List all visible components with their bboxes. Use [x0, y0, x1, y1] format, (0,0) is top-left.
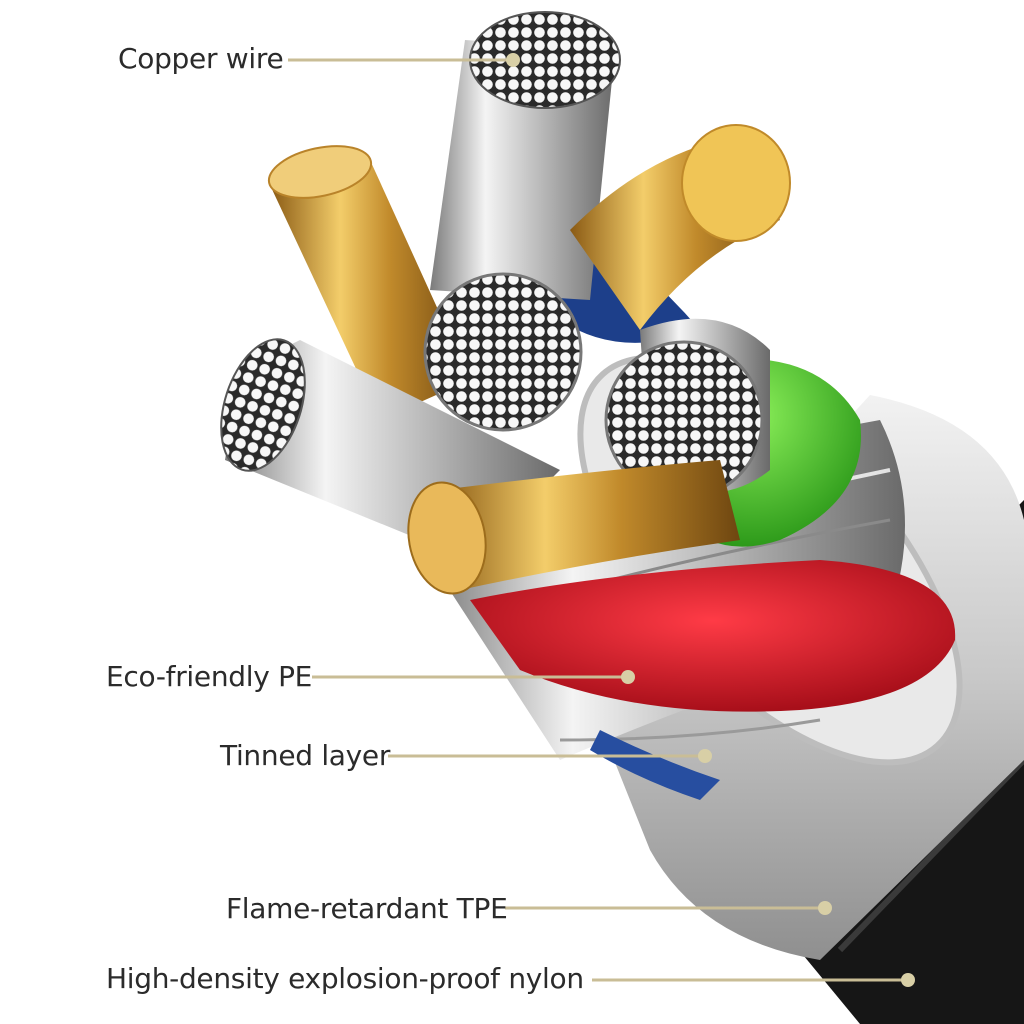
leader-dot-copper: [506, 53, 520, 67]
leader-lines: [288, 53, 915, 987]
copper-bundle-top: [430, 11, 621, 300]
label-eco-friendly-pe: Eco-friendly PE: [106, 660, 313, 693]
copper-bundle-center: [423, 272, 583, 432]
leader-dot-nylon: [901, 973, 915, 987]
label-copper-wire: Copper wire: [118, 42, 284, 75]
gold-conductor-right: [570, 124, 791, 330]
leader-dot-pe: [621, 670, 635, 684]
label-nylon-braid: High-density explosion-proof nylon: [106, 962, 584, 995]
label-flame-retardant-tpe: Flame-retardant TPE: [226, 892, 508, 925]
leader-dot-tinned: [698, 749, 712, 763]
red-pe-wire: [470, 560, 956, 712]
copper-bundle-right: [604, 318, 770, 500]
label-tinned-layer: Tinned layer: [220, 739, 391, 772]
gold-conductor-front: [407, 460, 740, 595]
leader-dot-tpe: [818, 901, 832, 915]
gold-conductor-left: [267, 145, 470, 420]
